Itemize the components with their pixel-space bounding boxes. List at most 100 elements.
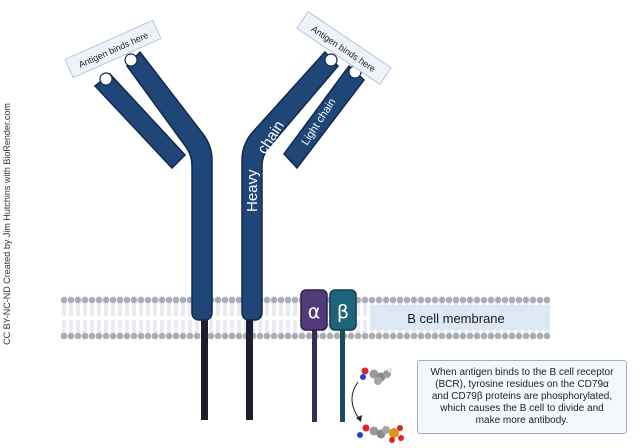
lipid-head [277,332,285,340]
lipid-head [361,332,369,340]
lipid-head [123,332,131,340]
lipid-head [284,296,292,304]
lipid-head [179,332,187,340]
lipid-head [298,332,306,340]
lipid-head [95,296,103,304]
lipid-head [536,332,544,340]
lipid-head [445,332,453,340]
lipid-head [389,332,397,340]
lipid-head [375,332,383,340]
lipid-head [396,332,404,340]
lipid-head [305,332,313,340]
lipid-head [522,296,530,304]
membrane-label-box: B cell membrane [370,305,550,330]
lipid-head [137,296,145,304]
heavy-chain-label-1: Heavy [244,169,261,212]
lipid-head [494,296,502,304]
lipid-head [67,332,75,340]
lipid-head [214,296,222,304]
lipid-head [473,332,481,340]
lipid-head [501,296,509,304]
lipid-head [494,332,502,340]
lipid-head [158,332,166,340]
lipid-head [88,296,96,304]
lipid-head [67,296,75,304]
lipid-head [368,332,376,340]
phosphotyrosine-molecule [357,424,404,443]
lipid-head [235,296,243,304]
membrane-label: B cell membrane [407,311,505,326]
lipid-head [123,296,131,304]
heavy-chain-left [126,50,213,321]
lipid-head [130,332,138,340]
lipid-head [221,332,229,340]
lipid-head [74,332,82,340]
lipid-head [452,332,460,340]
lipid-head [375,296,383,304]
lipid-head [228,296,236,304]
lipid-head [487,332,495,340]
lipid-head [270,332,278,340]
lipid-head [459,332,467,340]
lipid-head [102,332,110,340]
lipid-head [466,296,474,304]
lipid-head [270,296,278,304]
lipid-head [60,332,68,340]
tyrosine-molecule [360,367,393,385]
lipid-head [361,296,369,304]
lipid-head [431,332,439,340]
lipid-head [424,296,432,304]
lipid-head [193,332,201,340]
phosphorylation-arrow [351,381,362,422]
lipid-head [543,332,551,340]
lipid-head [137,332,145,340]
lipid-head [291,296,299,304]
lipid-head [116,332,124,340]
lipid-head [382,332,390,340]
lipid-head [424,332,432,340]
lipid-head [543,296,551,304]
lipid-head [256,332,264,340]
lipid-head [508,332,516,340]
lipid-head [151,332,159,340]
lipid-head [60,296,68,304]
lipid-head [438,296,446,304]
lipid-head [501,332,509,340]
lipid-head [536,296,544,304]
lipid-head [452,296,460,304]
heavy-chain-right [241,50,340,321]
lipid-head [109,296,117,304]
lipid-head [284,332,292,340]
lipid-head [263,332,271,340]
lipid-head [88,332,96,340]
lipid-head [438,332,446,340]
lipid-head [515,296,523,304]
lipid-head [109,332,117,340]
lipid-head [354,332,362,340]
lipid-head [410,296,418,304]
lipid-head [368,296,376,304]
lipid-head [473,296,481,304]
lipid-head [326,332,334,340]
antibody-tails [201,318,253,420]
lipid-head [480,332,488,340]
binding-pocket-left [99,53,138,86]
cd79b: β [329,289,357,422]
lipid-head [235,332,243,340]
cd79b-label: β [337,301,349,323]
lipid-head [172,332,180,340]
lipid-head [186,332,194,340]
lipid-head [529,332,537,340]
lipid-head [207,332,215,340]
lipid-head [466,332,474,340]
lipid-head [487,296,495,304]
lipid-head [319,332,327,340]
lipid-head [333,332,341,340]
lipid-head [263,296,271,304]
lipid-head [74,296,82,304]
lipid-head [291,332,299,340]
cd79a-label: α [308,301,321,323]
lipid-head [116,296,124,304]
lipid-head [179,296,187,304]
